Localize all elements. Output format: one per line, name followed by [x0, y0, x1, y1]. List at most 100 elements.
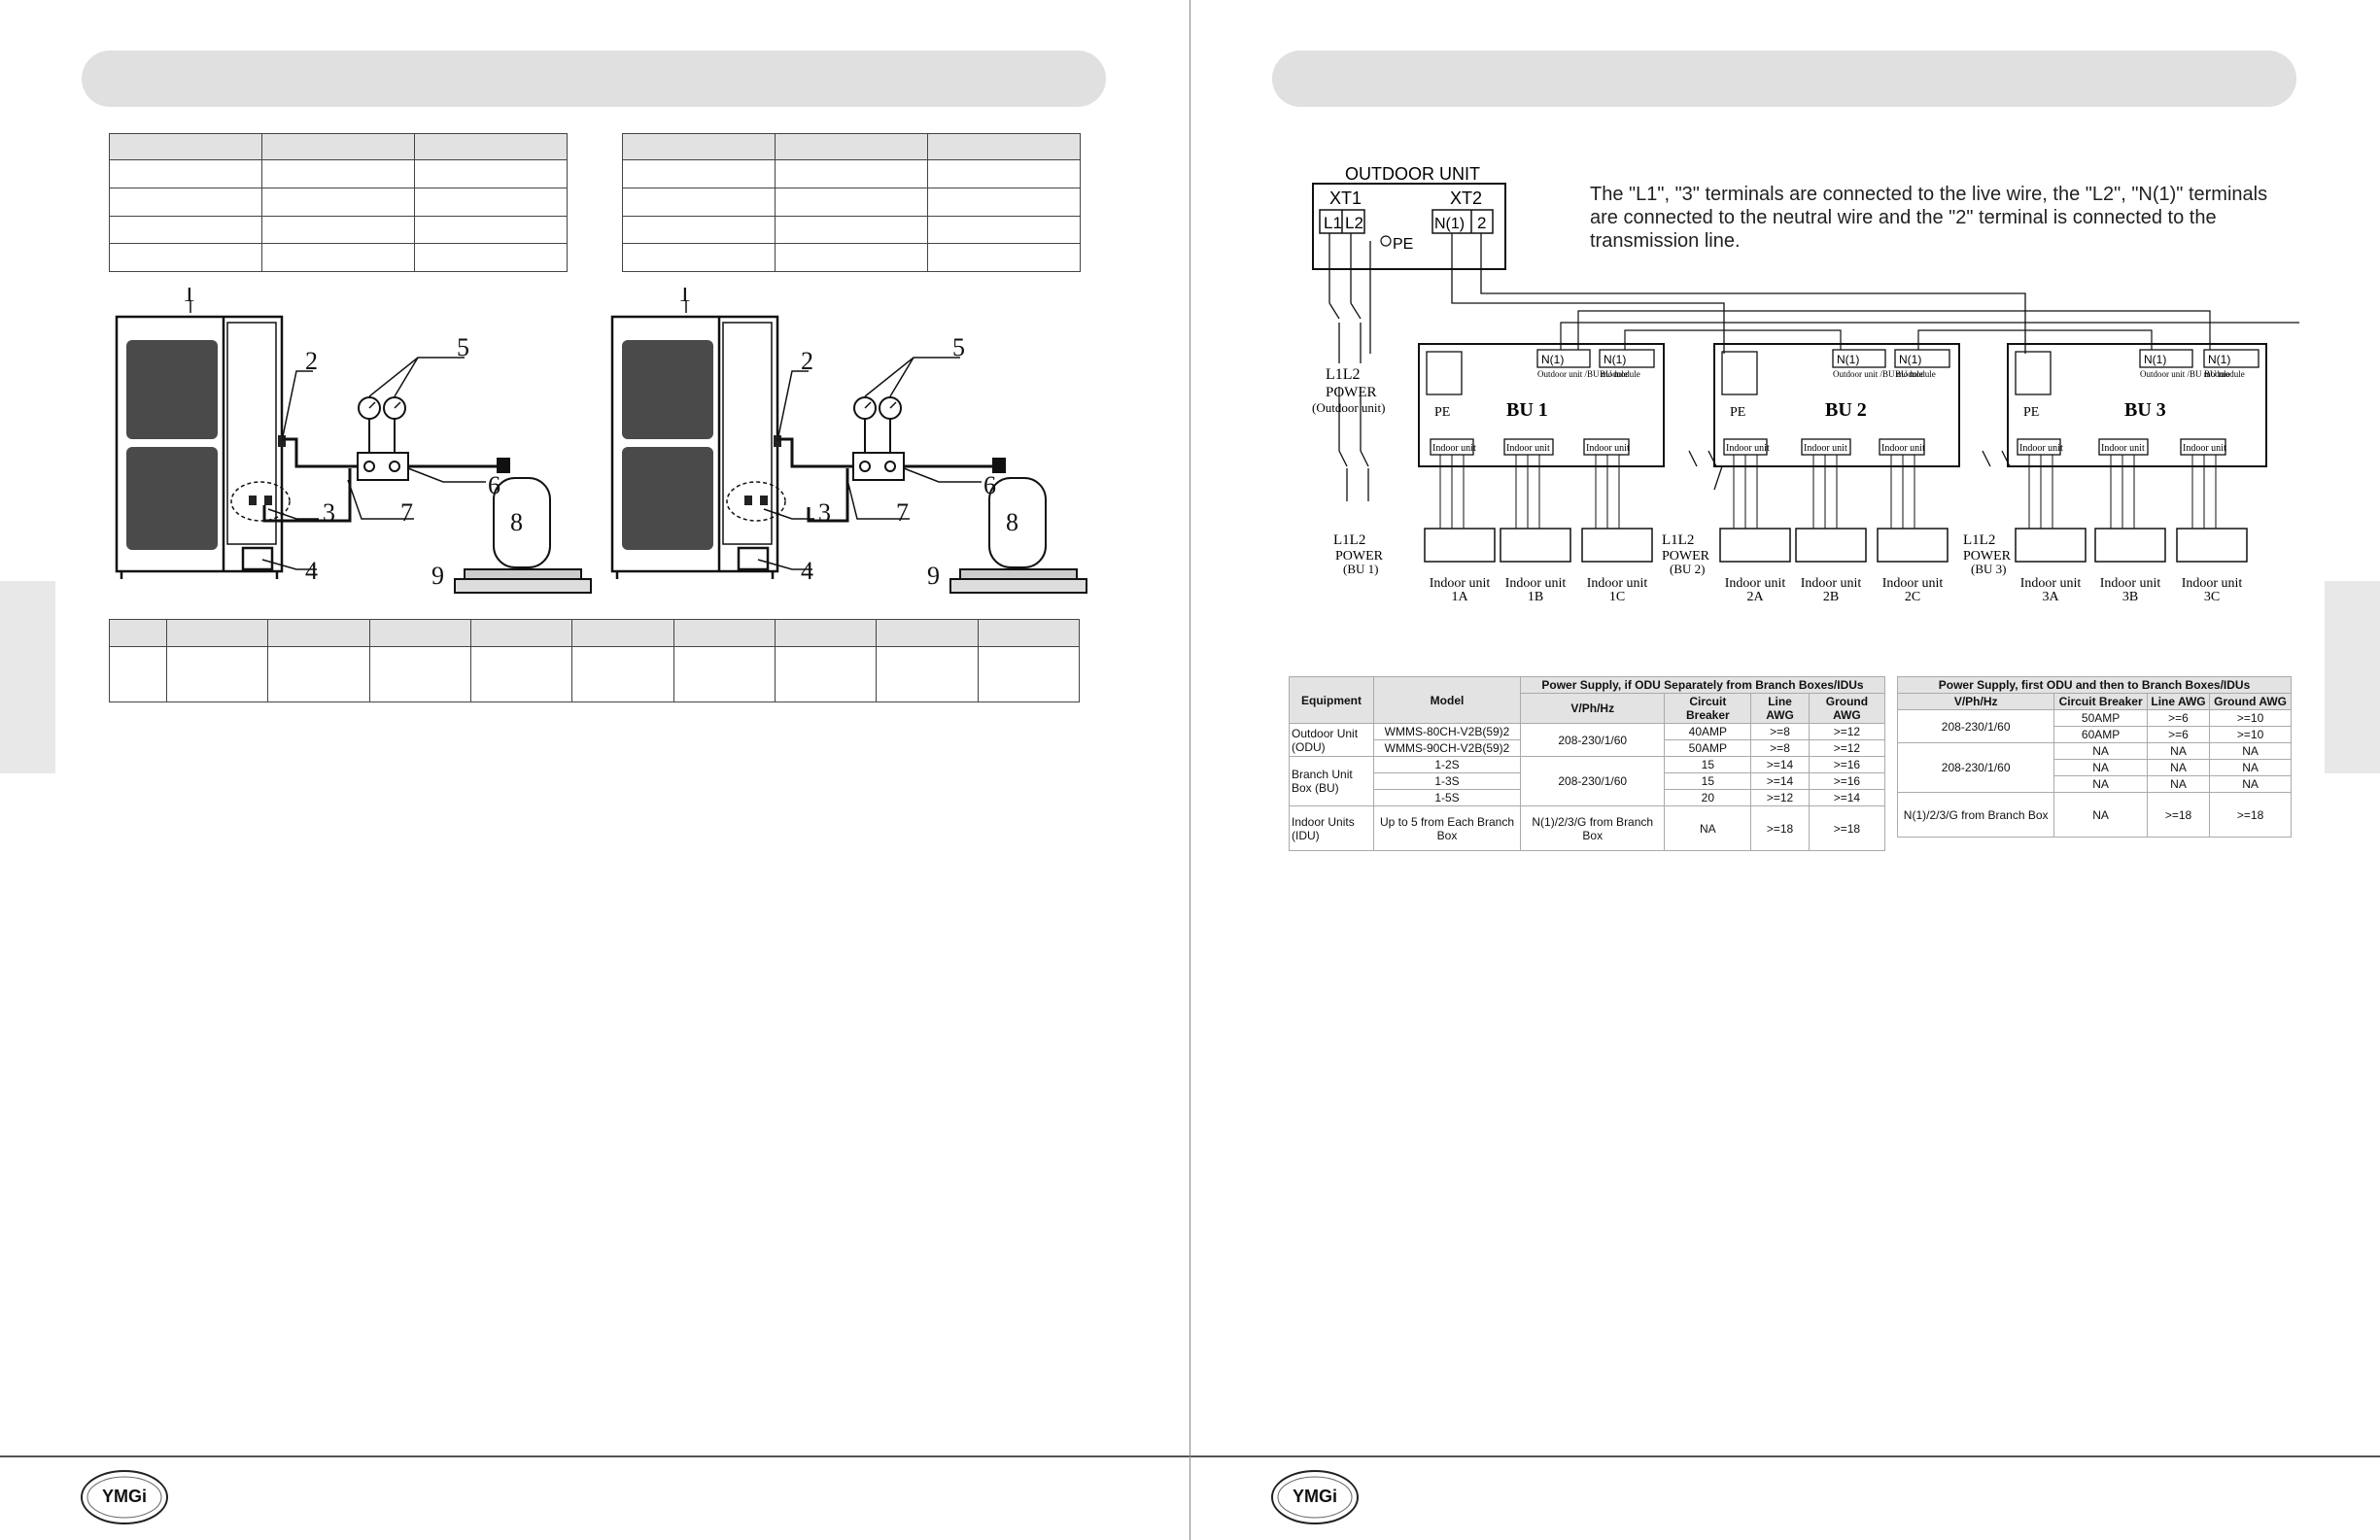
svg-text:Indoor unit: Indoor unit: [1506, 443, 1550, 454]
svg-text:N(1): N(1): [1837, 353, 1859, 366]
svg-text:Indoor unit: Indoor unit: [1587, 576, 1648, 591]
odu-power-sub: (Outdoor unit): [1312, 400, 1385, 415]
callout-5: 5: [457, 333, 469, 361]
svg-text:Indoor unit: Indoor unit: [1725, 576, 1786, 591]
svg-text:Indoor unit: Indoor unit: [2019, 443, 2063, 454]
callout-9: 9: [927, 562, 940, 590]
bu-group: [1418, 343, 2267, 467]
svg-text:1C: 1C: [1609, 590, 1625, 604]
svg-text:Indoor unit: Indoor unit: [1505, 576, 1567, 591]
callout-5: 5: [952, 333, 965, 361]
callout-7: 7: [896, 498, 909, 527]
wiring-diagram: OUTDOOR UNIT XT1 XT2 L1 L2 N(1) 2 PE L1L…: [1312, 164, 2299, 604]
power-supply-table-separate: Equipment Model Power Supply, if ODU Sep…: [1289, 676, 1886, 851]
odu-2: 2: [1477, 214, 1486, 232]
svg-text:Outdoor unit /BU module: Outdoor unit /BU module: [1537, 369, 1628, 379]
ymgi-logo-left: YMGi: [81, 1470, 168, 1524]
bu1-power-sub: (BU 1): [1343, 562, 1378, 576]
odu-power-label: POWER: [1326, 385, 1377, 400]
wiring-note: The "L1", "3" terminals are connected to…: [1590, 184, 2268, 252]
bu3-power-sub: (BU 3): [1971, 562, 2006, 576]
svg-text:N(1): N(1): [2208, 353, 2230, 366]
svg-text:Indoor unit: Indoor unit: [1726, 443, 1770, 454]
bu1-label: BU 1: [1506, 399, 1548, 421]
svg-text:N(1): N(1): [1899, 353, 1921, 366]
svg-text:2C: 2C: [1905, 590, 1920, 604]
callout-3: 3: [818, 498, 831, 527]
callout-8: 8: [1006, 508, 1018, 536]
svg-text:Indoor unit: Indoor unit: [1804, 443, 1847, 454]
svg-text:BU module: BU module: [1895, 369, 1936, 379]
callout-1: 1: [678, 288, 691, 307]
svg-text:PE: PE: [1730, 405, 1745, 420]
left-side-tab: [0, 581, 55, 773]
svg-text:Indoor unit: Indoor unit: [2182, 576, 2243, 591]
svg-text:1B: 1B: [1528, 590, 1543, 604]
odu-pe: PE: [1393, 236, 1413, 253]
callout-1: 1: [183, 288, 195, 307]
svg-text:3C: 3C: [2204, 590, 2220, 604]
refrigerant-diagram-left: 1 2 3 4 5 6 7 8 9: [115, 288, 592, 594]
left-header-bar: [82, 51, 1106, 107]
bu3-power-label: POWER: [1963, 549, 2012, 564]
svg-text:PE: PE: [1434, 405, 1450, 420]
svg-text:YMGi: YMGi: [1293, 1487, 1337, 1506]
svg-text:Indoor unit: Indoor unit: [1801, 576, 1862, 591]
svg-text:Outdoor unit /BU module: Outdoor unit /BU module: [2140, 369, 2230, 379]
callout-2: 2: [801, 347, 813, 375]
left-empty-table-3: [109, 619, 1081, 702]
left-empty-table-1: [109, 133, 568, 272]
svg-text:N(1): N(1): [2144, 353, 2166, 366]
callout-8: 8: [510, 508, 523, 536]
refrigerant-diagram-right: 1 2 3 4 5 6 7 8 9: [610, 288, 1087, 594]
right-footer-line: [1190, 1455, 2380, 1457]
odu-l2: L2: [1345, 214, 1363, 232]
svg-text:Indoor unit: Indoor unit: [1586, 443, 1630, 454]
bu1-power-label: POWER: [1335, 549, 1384, 564]
right-header-bar: [1272, 51, 2296, 107]
svg-text:N(1): N(1): [1541, 353, 1564, 366]
left-footer-line: [0, 1455, 1190, 1457]
svg-text:1A: 1A: [1451, 590, 1468, 604]
outdoor-unit-label: OUTDOOR UNIT: [1345, 164, 1480, 184]
odu-power-l1l2: L1L2: [1326, 366, 1361, 383]
svg-text:Indoor unit: Indoor unit: [1881, 443, 1925, 454]
left-empty-table-2: [622, 133, 1081, 272]
bu2-power-label: POWER: [1662, 549, 1710, 564]
odu-n1: N(1): [1434, 216, 1465, 232]
svg-text:3A: 3A: [2042, 590, 2059, 604]
bu2-label: BU 2: [1825, 399, 1867, 421]
svg-text:Indoor unit: Indoor unit: [2183, 443, 2226, 454]
svg-text:Indoor unit: Indoor unit: [2101, 443, 2145, 454]
right-side-tab: [2325, 581, 2380, 773]
callout-4: 4: [801, 557, 813, 585]
svg-text:Indoor unit: Indoor unit: [2100, 576, 2161, 591]
power-supply-table-via-odu: Power Supply, first ODU and then to Bran…: [1896, 676, 2292, 838]
xt2-label: XT2: [1450, 188, 1482, 208]
svg-text:N(1): N(1): [1604, 353, 1626, 366]
svg-text:2A: 2A: [1746, 590, 1764, 604]
bu3-label: BU 3: [2124, 399, 2166, 421]
bu1-power-l1l2: L1L2: [1333, 532, 1365, 548]
xt1-label: XT1: [1329, 188, 1362, 208]
callout-3: 3: [323, 498, 335, 527]
svg-text:Indoor unit: Indoor unit: [2020, 576, 2082, 591]
callout-6: 6: [488, 471, 500, 499]
ymgi-logo-right: YMGi: [1271, 1470, 1359, 1524]
svg-text:Outdoor unit /BU module: Outdoor unit /BU module: [1833, 369, 1923, 379]
svg-text:Indoor unit: Indoor unit: [1432, 443, 1476, 454]
callout-6: 6: [983, 471, 996, 499]
odu-l1: L1: [1324, 214, 1342, 232]
callout-7: 7: [400, 498, 413, 527]
svg-text:2B: 2B: [1823, 590, 1839, 604]
svg-text:3B: 3B: [2122, 590, 2138, 604]
svg-text:BU module: BU module: [2204, 369, 2245, 379]
bu2-power-sub: (BU 2): [1670, 562, 1705, 576]
svg-text:BU module: BU module: [1600, 369, 1640, 379]
bu3-power-l1l2: L1L2: [1963, 532, 1995, 548]
callout-2: 2: [305, 347, 318, 375]
callout-9: 9: [431, 562, 444, 590]
svg-text:PE: PE: [2023, 405, 2039, 420]
svg-text:Indoor unit: Indoor unit: [1430, 576, 1491, 591]
svg-text:Indoor unit: Indoor unit: [1882, 576, 1944, 591]
